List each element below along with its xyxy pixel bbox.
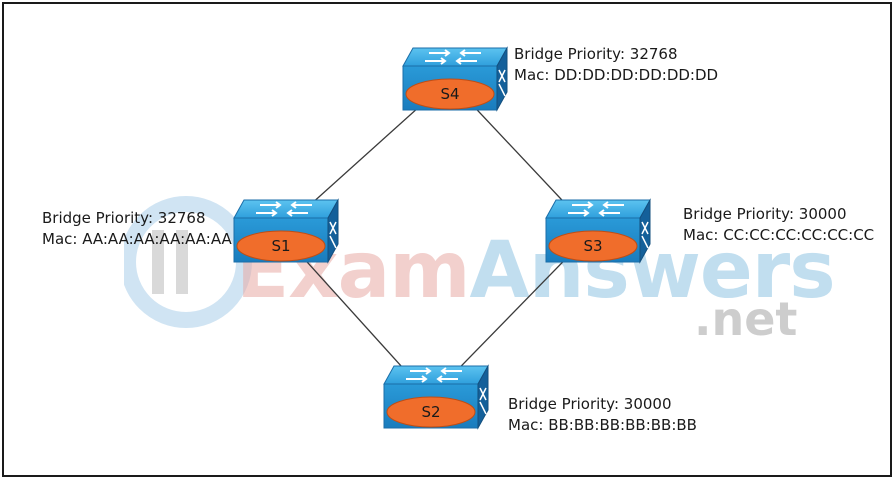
switch-s2-icon: S2 [383,364,489,430]
s1-bridge-priority: Bridge Priority: 32768 [42,209,206,227]
switch-s1-icon: S1 [233,198,339,264]
watermark-tld: .net [694,292,798,346]
s4-mac: Mac: DD:DD:DD:DD:DD:DD [514,66,719,84]
switch-s2-name: S2 [421,403,440,421]
s2-mac: Mac: BB:BB:BB:BB:BB:BB [508,416,697,434]
switch-s4-icon: S4 [402,46,508,112]
switch-s4-name: S4 [440,85,459,103]
s1-mac: Mac: AA:AA:AA:AA:AA:AA [42,230,232,248]
switch-s1-name: S1 [271,237,290,255]
switch-s2-info: Bridge Priority: 30000 Mac: BB:BB:BB:BB:… [508,394,697,436]
switch-s3-info: Bridge Priority: 30000 Mac: CC:CC:CC:CC:… [683,204,874,246]
switch-s3-name: S3 [583,237,602,255]
switch-s3-badge [548,230,638,262]
switch-s1-badge [236,230,326,262]
watermark-wordmark: ExamAnswers [236,226,836,316]
s3-mac: Mac: CC:CC:CC:CC:CC:CC [683,226,875,244]
switch-s3-icon: S3 [545,198,651,264]
switch-s4-badge [405,78,495,110]
switch-s1-info: Bridge Priority: 32768 Mac: AA:AA:AA:AA:… [42,208,232,250]
s2-bridge-priority: Bridge Priority: 30000 [508,395,672,413]
switch-s4-info: Bridge Priority: 32768 Mac: DD:DD:DD:DD:… [514,44,718,86]
s3-bridge-priority: Bridge Priority: 30000 [683,205,847,223]
switch-s2-badge [386,396,476,428]
watermark-word-answers: Answers [469,226,836,316]
s4-bridge-priority: Bridge Priority: 32768 [514,45,678,63]
